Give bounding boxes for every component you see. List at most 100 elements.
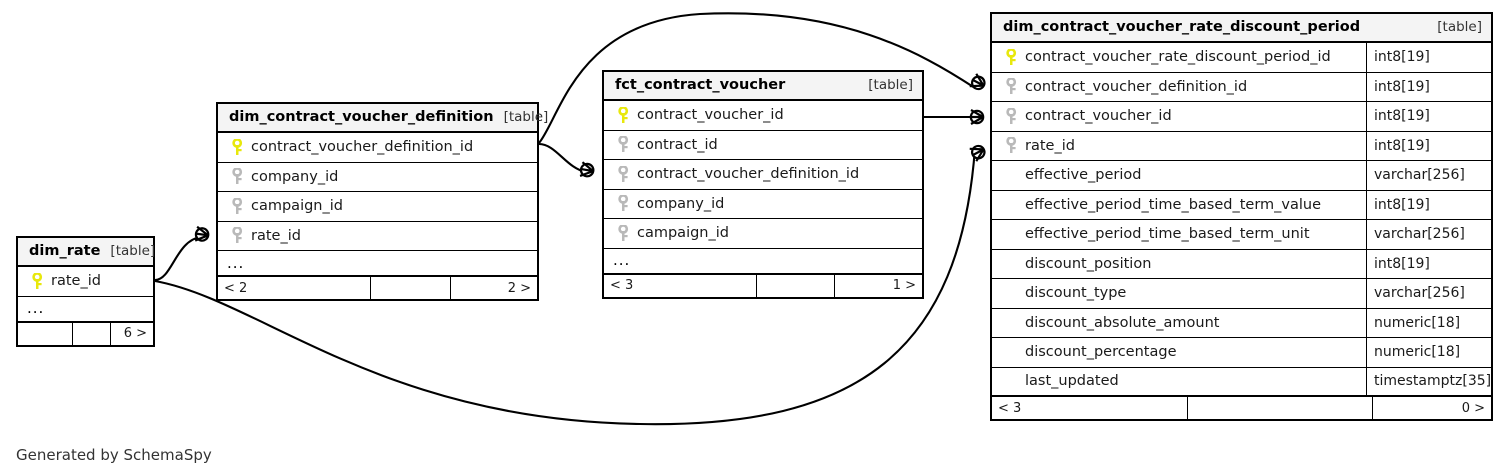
column-name-cell: contract_voucher_rate_discount_period_id [992,43,1366,72]
column-name-cell: campaign_id [218,192,537,221]
table-title: fct_contract_voucher [615,77,786,94]
table-type-badge: [table] [1437,18,1482,35]
foreign-key-icon [227,197,247,215]
footer-outgoing-count[interactable]: 0 > [1461,400,1485,416]
table-row[interactable]: discount_type varchar[256] [992,279,1491,309]
table-dim-contract-voucher-definition[interactable]: dim_contract_voucher_definition [table] … [216,102,548,301]
more-columns-indicator: ... [218,251,537,277]
column-label: effective_period_time_based_term_value [1025,196,1322,213]
footer-middle [1188,397,1373,419]
table-header-dim-contract-voucher-rate-discount-period[interactable]: dim_contract_voucher_rate_discount_perio… [992,14,1491,43]
table-row[interactable]: company_id [218,162,537,192]
column-type: numeric[18] [1366,308,1491,337]
table-row[interactable]: effective_period_time_based_term_unit va… [992,220,1491,250]
column-type: varchar[256] [1366,220,1491,249]
table-row[interactable]: effective_period_time_based_term_value i… [992,190,1491,220]
table-dim-rate[interactable]: dim_rate [table] rate_id ... 6 > [16,236,155,347]
column-label: contract_voucher_id [1025,108,1172,124]
table-row[interactable]: rate_id [218,221,537,251]
table-row[interactable]: contract_voucher_definition_id [604,160,922,190]
column-label: company_id [251,168,339,185]
column-name-cell: campaign_id [604,219,922,248]
table-row[interactable]: contract_voucher_id [604,101,922,131]
column-label: discount_percentage [1025,344,1177,360]
table-footer: < 3 1 > [604,274,922,297]
column-label: rate_id [1025,137,1075,154]
column-name-cell: rate_id [18,267,153,296]
table-header-fct-contract-voucher[interactable]: fct_contract_voucher [table] [604,72,922,101]
endmark-dp-cv-id [969,108,985,126]
footer-incoming-count[interactable] [18,322,73,345]
table-fct-contract-voucher[interactable]: fct_contract_voucher [table] contract_vo… [602,70,924,299]
column-name-cell: contract_voucher_definition_id [604,160,922,189]
column-label: effective_period_time_based_term_unit [1025,226,1310,242]
foreign-key-icon [613,224,633,242]
column-name-cell: company_id [604,190,922,219]
more-columns-indicator: ... [604,249,922,275]
endmark-dimdef-rate-id [193,225,211,244]
edge-dimrate-to-dimdef [154,235,202,282]
table-row[interactable]: campaign_id [604,219,922,249]
endmark-dp-rate-id [968,141,989,163]
table-row[interactable]: last_updated timestamptz[35] [992,367,1491,397]
footer-outgoing-count[interactable]: 1 > [892,278,916,293]
footer-middle [757,274,835,297]
footer-incoming-count[interactable]: < 3 [604,274,757,297]
primary-key-icon [27,272,47,290]
column-label: contract_voucher_definition_id [637,166,860,182]
column-name-cell: discount_position [992,250,1366,279]
column-label: contract_id [637,136,718,153]
column-type: varchar[256] [1366,279,1491,308]
table-row[interactable]: campaign_id [218,192,537,222]
table-row[interactable]: discount_position int8[19] [992,249,1491,279]
table-title: dim_contract_voucher_rate_discount_perio… [1003,19,1361,36]
table-footer: < 2 2 > [218,277,537,299]
column-name-cell: last_updated [992,368,1366,396]
column-name-cell: effective_period [992,161,1366,190]
footer-incoming-count[interactable]: < 2 [218,277,371,299]
edge-dimdef-to-fct [538,142,587,174]
endmark-dp-cvd-id [968,72,989,94]
column-label: last_updated [1025,373,1119,389]
foreign-key-icon [1001,137,1021,154]
endmark-fct-cvd-id [578,161,596,180]
column-label: effective_period [1025,167,1142,183]
column-label: discount_absolute_amount [1025,314,1220,331]
column-name-cell: rate_id [992,132,1366,161]
table-row[interactable]: contract_voucher_definition_id [218,133,537,163]
column-label: contract_voucher_rate_discount_period_id [1025,49,1331,65]
column-type: int8[19] [1366,43,1491,72]
column-type: numeric[18] [1366,338,1491,367]
table-row[interactable]: effective_period varchar[256] [992,161,1491,191]
column-label: campaign_id [637,225,729,241]
column-type: int8[19] [1366,72,1491,101]
column-name-cell: rate_id [218,222,537,251]
column-label: contract_voucher_definition_id [1025,78,1248,95]
table-row[interactable]: discount_percentage numeric[18] [992,338,1491,368]
table-row[interactable]: contract_id [604,130,922,160]
column-label: contract_voucher_definition_id [251,139,474,155]
footer-incoming-count[interactable]: < 3 [992,397,1188,419]
footer-outgoing-count[interactable]: 2 > [507,280,531,296]
table-row[interactable]: contract_voucher_id int8[19] [992,102,1491,132]
table-row[interactable]: rate_id int8[19] [992,131,1491,161]
table-footer: 6 > [18,322,153,345]
table-row[interactable]: discount_absolute_amount numeric[18] [992,308,1491,338]
table-dim-contract-voucher-rate-discount-period[interactable]: dim_contract_voucher_rate_discount_perio… [990,12,1493,421]
column-label: discount_type [1025,285,1127,301]
column-name-cell: effective_period_time_based_term_value [992,191,1366,220]
foreign-key-icon [227,227,247,244]
footer-outgoing-count[interactable]: 6 > [123,326,147,341]
foreign-key-icon [227,168,247,185]
column-type: varchar[256] [1366,161,1491,190]
primary-key-icon [1001,48,1021,66]
table-header-dim-rate[interactable]: dim_rate [table] [18,238,155,267]
column-label: rate_id [251,227,301,244]
table-row[interactable]: contract_voucher_rate_discount_period_id… [992,43,1491,73]
table-type-badge: [table] [503,108,549,125]
table-row[interactable]: company_id [604,189,922,219]
column-type: timestamptz[35] [1366,367,1491,395]
table-row[interactable]: contract_voucher_definition_id int8[19] [992,72,1491,102]
table-row[interactable]: rate_id [18,267,153,297]
table-header-dim-contract-voucher-definition[interactable]: dim_contract_voucher_definition [table] [218,104,548,133]
